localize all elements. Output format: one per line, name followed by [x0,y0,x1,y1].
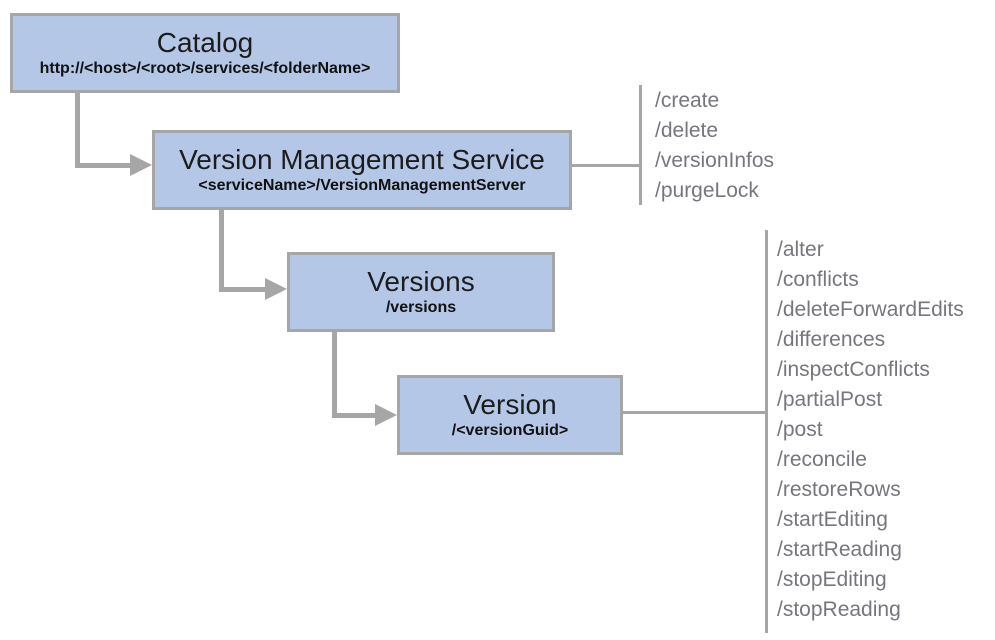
operation-item: /versionInfos [655,149,775,172]
operations-bracket-vms [639,85,642,205]
operation-item: /partialPost [777,388,883,411]
operation-item: /delete [655,119,719,142]
operation-item: /purgeLock [655,179,759,202]
node-catalog: Catalog http://<host>/<root>/services/<f… [10,13,400,93]
operation-item: /stopReading [777,598,901,621]
vms-operations-list: /create/delete/versionInfos/purgeLock [655,86,774,206]
operation-item: /stopEditing [777,568,887,591]
operation-item: /startReading [777,538,902,561]
connector-catalog-to-vms-vertical [75,92,80,168]
line-vms-to-operations [572,164,640,167]
operation-item: /create [655,89,720,112]
node-versions: Versions /versions [287,252,555,332]
operation-item: /startEditing [777,508,888,531]
operation-item: /inspectConflicts [777,358,930,381]
node-versions-url-pattern: /versions [385,298,457,316]
node-version: Version /<versionGuid> [397,375,623,455]
operation-item: /post [777,418,823,441]
operation-item: /conflicts [777,268,859,291]
node-version-management-service: Version Management Service <serviceName>… [152,130,572,210]
connector-versions-to-version-horizontal [332,413,375,418]
arrowhead-icon [375,404,397,426]
node-version-title: Version [463,388,557,420]
operation-item: /deleteForwardEdits [777,298,964,321]
operation-item: /alter [777,238,824,261]
version-operations-list: /alter/conflicts/deleteForwardEdits/diff… [777,235,964,625]
node-catalog-title: Catalog [156,26,254,58]
connector-vms-to-versions-vertical [219,210,224,292]
connector-vms-to-versions-horizontal [219,287,265,292]
arrowhead-icon [265,278,287,300]
operations-bracket-version [765,230,768,633]
connector-catalog-to-vms-horizontal [75,163,130,168]
operation-item: /reconcile [777,448,867,471]
node-catalog-url-pattern: http://<host>/<root>/services/<folderNam… [39,59,371,77]
node-vms-url-pattern: <serviceName>/VersionManagementServer [198,176,526,194]
operation-item: /differences [777,328,886,351]
arrowhead-icon [130,154,152,176]
node-versions-title: Versions [367,265,475,297]
line-version-to-operations [623,411,766,414]
node-version-url-pattern: /<versionGuid> [451,421,569,439]
connector-versions-to-version-vertical [332,332,337,418]
operation-item: /restoreRows [777,478,901,501]
node-vms-title: Version Management Service [179,143,545,175]
